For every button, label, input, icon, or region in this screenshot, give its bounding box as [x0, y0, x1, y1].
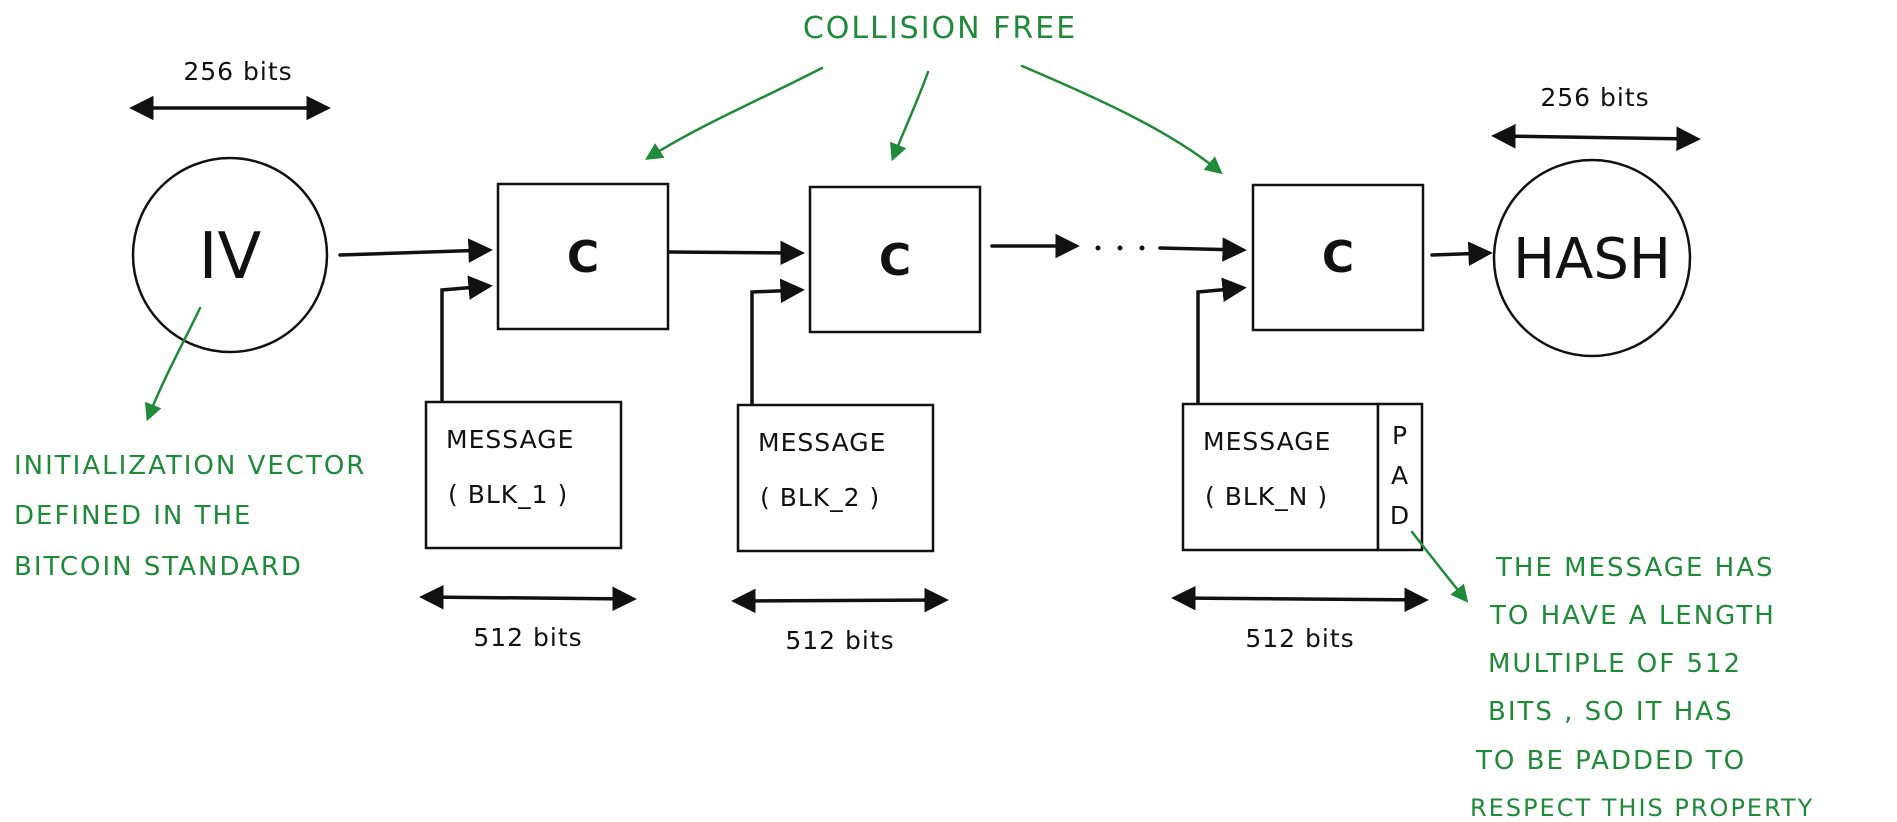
blockn-width-label: 512 bits	[1245, 624, 1354, 653]
block1-to-c1-arrow	[440, 275, 493, 404]
block1-width-arrow	[419, 584, 637, 612]
iv-width-label: 256 bits	[183, 57, 292, 86]
blockn-to-cn-arrow	[1196, 277, 1247, 404]
pad-note-arrow	[1410, 530, 1469, 603]
blockn-width-arrow	[1171, 585, 1429, 613]
pad-note-line-5: TO BE PADDED TO	[1475, 746, 1746, 776]
message-title-1: MESSAGE	[446, 425, 574, 454]
compressor-box-n	[1251, 183, 1425, 332]
c1-to-c2-arrow	[668, 240, 805, 266]
compressor-box-1	[496, 182, 670, 331]
block2-width-arrow	[731, 587, 949, 614]
message-block-2	[736, 403, 935, 553]
message-title-2: MESSAGE	[758, 428, 886, 457]
pad-box	[1376, 402, 1424, 552]
message-block-n	[1181, 402, 1380, 552]
pad-note-line-6: RESPECT THIS PROPERTY	[1470, 794, 1814, 822]
message-sub-n: ( BLK_N )	[1205, 482, 1328, 511]
pad-note-line-1: THE MESSAGE HAS	[1495, 553, 1775, 583]
hash-label: HASH	[1513, 227, 1671, 292]
ellipsis-dot-1	[1095, 245, 1101, 251]
collision-arrow-3	[1020, 64, 1223, 175]
compressor-box-2	[808, 185, 982, 334]
block2-width-label: 512 bits	[785, 626, 894, 655]
cn-to-hash-arrow	[1430, 241, 1493, 266]
message-block-1	[424, 400, 623, 550]
collision-arrow-1	[645, 66, 824, 160]
compressor-label-2: C	[879, 235, 911, 286]
hash-width-arrow	[1491, 124, 1701, 151]
iv-circle	[131, 156, 329, 354]
iv-note-arrow	[145, 306, 202, 422]
message-sub-1: ( BLK_1 )	[448, 480, 568, 509]
message-title-n: MESSAGE	[1203, 427, 1331, 456]
iv-label: IV	[199, 220, 262, 294]
ellipsis-dot-2	[1117, 245, 1123, 251]
collision-arrow-2	[890, 70, 930, 162]
block2-to-c2-arrow	[750, 278, 805, 407]
compressor-label-n: C	[1322, 232, 1354, 283]
message-sub-2: ( BLK_2 )	[760, 483, 880, 512]
pad-note-line-4: BITS , SO IT HAS	[1488, 697, 1734, 727]
pad-note-line-2: TO HAVE A LENGTH	[1489, 601, 1776, 631]
collision-free-label: COLLISION FREE	[803, 11, 1077, 46]
compressor-label-1: C	[567, 232, 599, 283]
pad-letter-d: D	[1390, 501, 1410, 530]
pad-note-line-3: MULTIPLE OF 512	[1488, 649, 1742, 679]
block1-width-label: 512 bits	[473, 623, 582, 652]
iv-to-c1-arrow	[338, 238, 493, 263]
pad-letter-a: A	[1391, 461, 1409, 490]
ellipsis-dot-3	[1139, 245, 1145, 251]
iv-note-line-3: BITCOIN STANDARD	[14, 552, 303, 582]
hash-circle	[1492, 158, 1692, 358]
iv-note-line-1: INITIALIZATION VECTOR	[14, 451, 366, 481]
pad-letter-p: P	[1392, 421, 1408, 450]
iv-note-line-2: DEFINED IN THE	[14, 501, 252, 531]
hash-width-label: 256 bits	[1540, 83, 1649, 112]
dots-to-cn-arrow	[1158, 237, 1247, 262]
